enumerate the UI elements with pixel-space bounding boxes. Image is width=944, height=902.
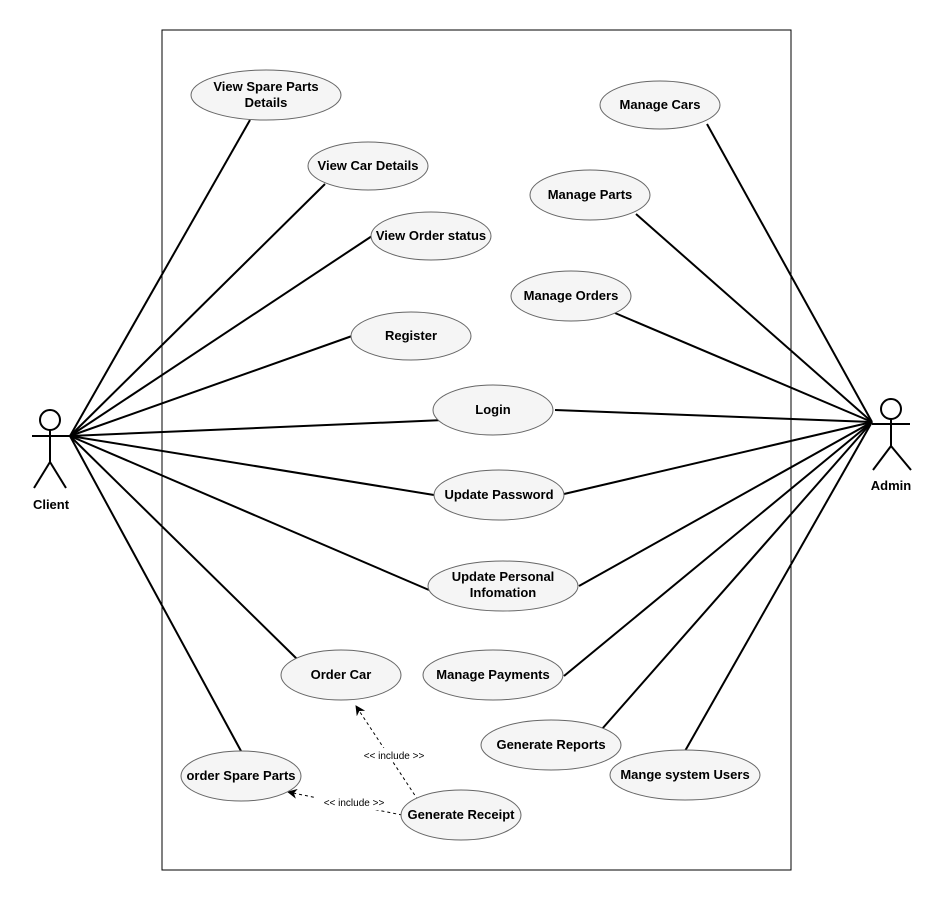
client-associations (69, 119, 445, 752)
include-label-bg-1 (356, 748, 432, 762)
assoc-admin-manage-orders (614, 312, 873, 423)
assoc-admin-manage-cars (706, 123, 873, 423)
assoc-admin-manage-payments (563, 421, 873, 677)
use-case-manage-parts[interactable]: Manage Parts (529, 169, 651, 221)
actor-client[interactable] (32, 409, 70, 489)
use-case-order-spare-parts[interactable]: order Spare Parts (180, 750, 302, 802)
assoc-client-login (69, 419, 445, 437)
assoc-admin-login (554, 409, 873, 423)
actor-head (880, 398, 902, 420)
assoc-admin-update-personal (578, 421, 873, 587)
actor-client-label: Client (33, 497, 70, 512)
use-case-view-spare-parts-details[interactable]: View Spare Parts Details (190, 69, 342, 121)
assoc-client-update-personal (69, 435, 430, 591)
actor-right-leg (890, 445, 912, 471)
use-case-manage-payments[interactable]: Manage Payments (422, 649, 564, 701)
assoc-client-view-spare-parts (69, 119, 251, 437)
include-label-order-spare-parts: << include >> (324, 798, 385, 809)
use-case-generate-reports[interactable]: Generate Reports (480, 719, 622, 771)
use-case-label: Manage Orders (524, 288, 619, 303)
assoc-admin-generate-reports (601, 421, 873, 730)
use-case-label: Generate Receipt (408, 807, 516, 822)
use-case-label: Manage Cars (620, 97, 701, 112)
use-case-manage-orders[interactable]: Manage Orders (510, 270, 632, 322)
assoc-admin-update-password (563, 421, 873, 495)
assoc-client-order-car (69, 435, 298, 660)
use-case-manage-system-users[interactable]: Mange system Users (609, 749, 761, 801)
actor-head (39, 409, 61, 431)
actor-admin[interactable] (872, 398, 912, 471)
use-case-manage-cars[interactable]: Manage Cars (599, 80, 721, 130)
use-case-login[interactable]: Login (432, 384, 554, 436)
use-case-label: View Spare Parts (213, 79, 318, 94)
actor-left-leg (872, 445, 892, 471)
use-case-label: Manage Payments (436, 667, 549, 682)
actor-left-leg (33, 461, 51, 489)
use-case-label: Login (475, 402, 510, 417)
assoc-client-view-order-status (69, 235, 373, 437)
assoc-admin-manage-parts (635, 213, 873, 423)
admin-associations (554, 123, 873, 752)
use-case-generate-receipt[interactable]: Generate Receipt (400, 789, 522, 841)
include-label-order-car: << include >> (364, 751, 425, 762)
use-case-label: Manage Parts (548, 187, 633, 202)
use-case-label: order Spare Parts (186, 768, 295, 783)
use-case-update-personal-information[interactable]: Update Personal Infomation (427, 560, 579, 612)
use-case-label: Update Password (444, 487, 553, 502)
assoc-client-update-password (69, 435, 435, 496)
use-case-order-car[interactable]: Order Car (280, 649, 402, 701)
use-case-update-password[interactable]: Update Password (433, 469, 565, 521)
actor-right-leg (49, 461, 67, 489)
use-case-label: Order Car (311, 667, 372, 682)
use-case-label: Register (385, 328, 437, 343)
use-case-register[interactable]: Register (350, 311, 472, 361)
use-case-label: Mange system Users (620, 767, 749, 782)
use-case-label: Infomation (470, 585, 536, 600)
use-case-view-order-status[interactable]: View Order status (370, 211, 492, 261)
assoc-client-view-car-details (69, 183, 326, 437)
use-case-label: View Order status (376, 228, 486, 243)
include-arrow-order-spare-parts (287, 788, 403, 816)
use-cases: View Spare Parts Details View Car Detail… (180, 69, 761, 841)
actor-admin-label: Admin (871, 478, 912, 493)
use-case-label: View Car Details (318, 158, 419, 173)
assoc-client-order-spare-parts (69, 435, 242, 752)
assoc-admin-manage-users (684, 421, 873, 752)
use-case-label: Generate Reports (496, 737, 605, 752)
system-boundary (161, 29, 792, 871)
assoc-client-register (69, 335, 353, 437)
use-case-view-car-details[interactable]: View Car Details (307, 141, 429, 191)
use-case-label: Details (245, 95, 288, 110)
use-case-label: Update Personal (452, 569, 555, 584)
include-label-bg-2 (316, 796, 392, 810)
